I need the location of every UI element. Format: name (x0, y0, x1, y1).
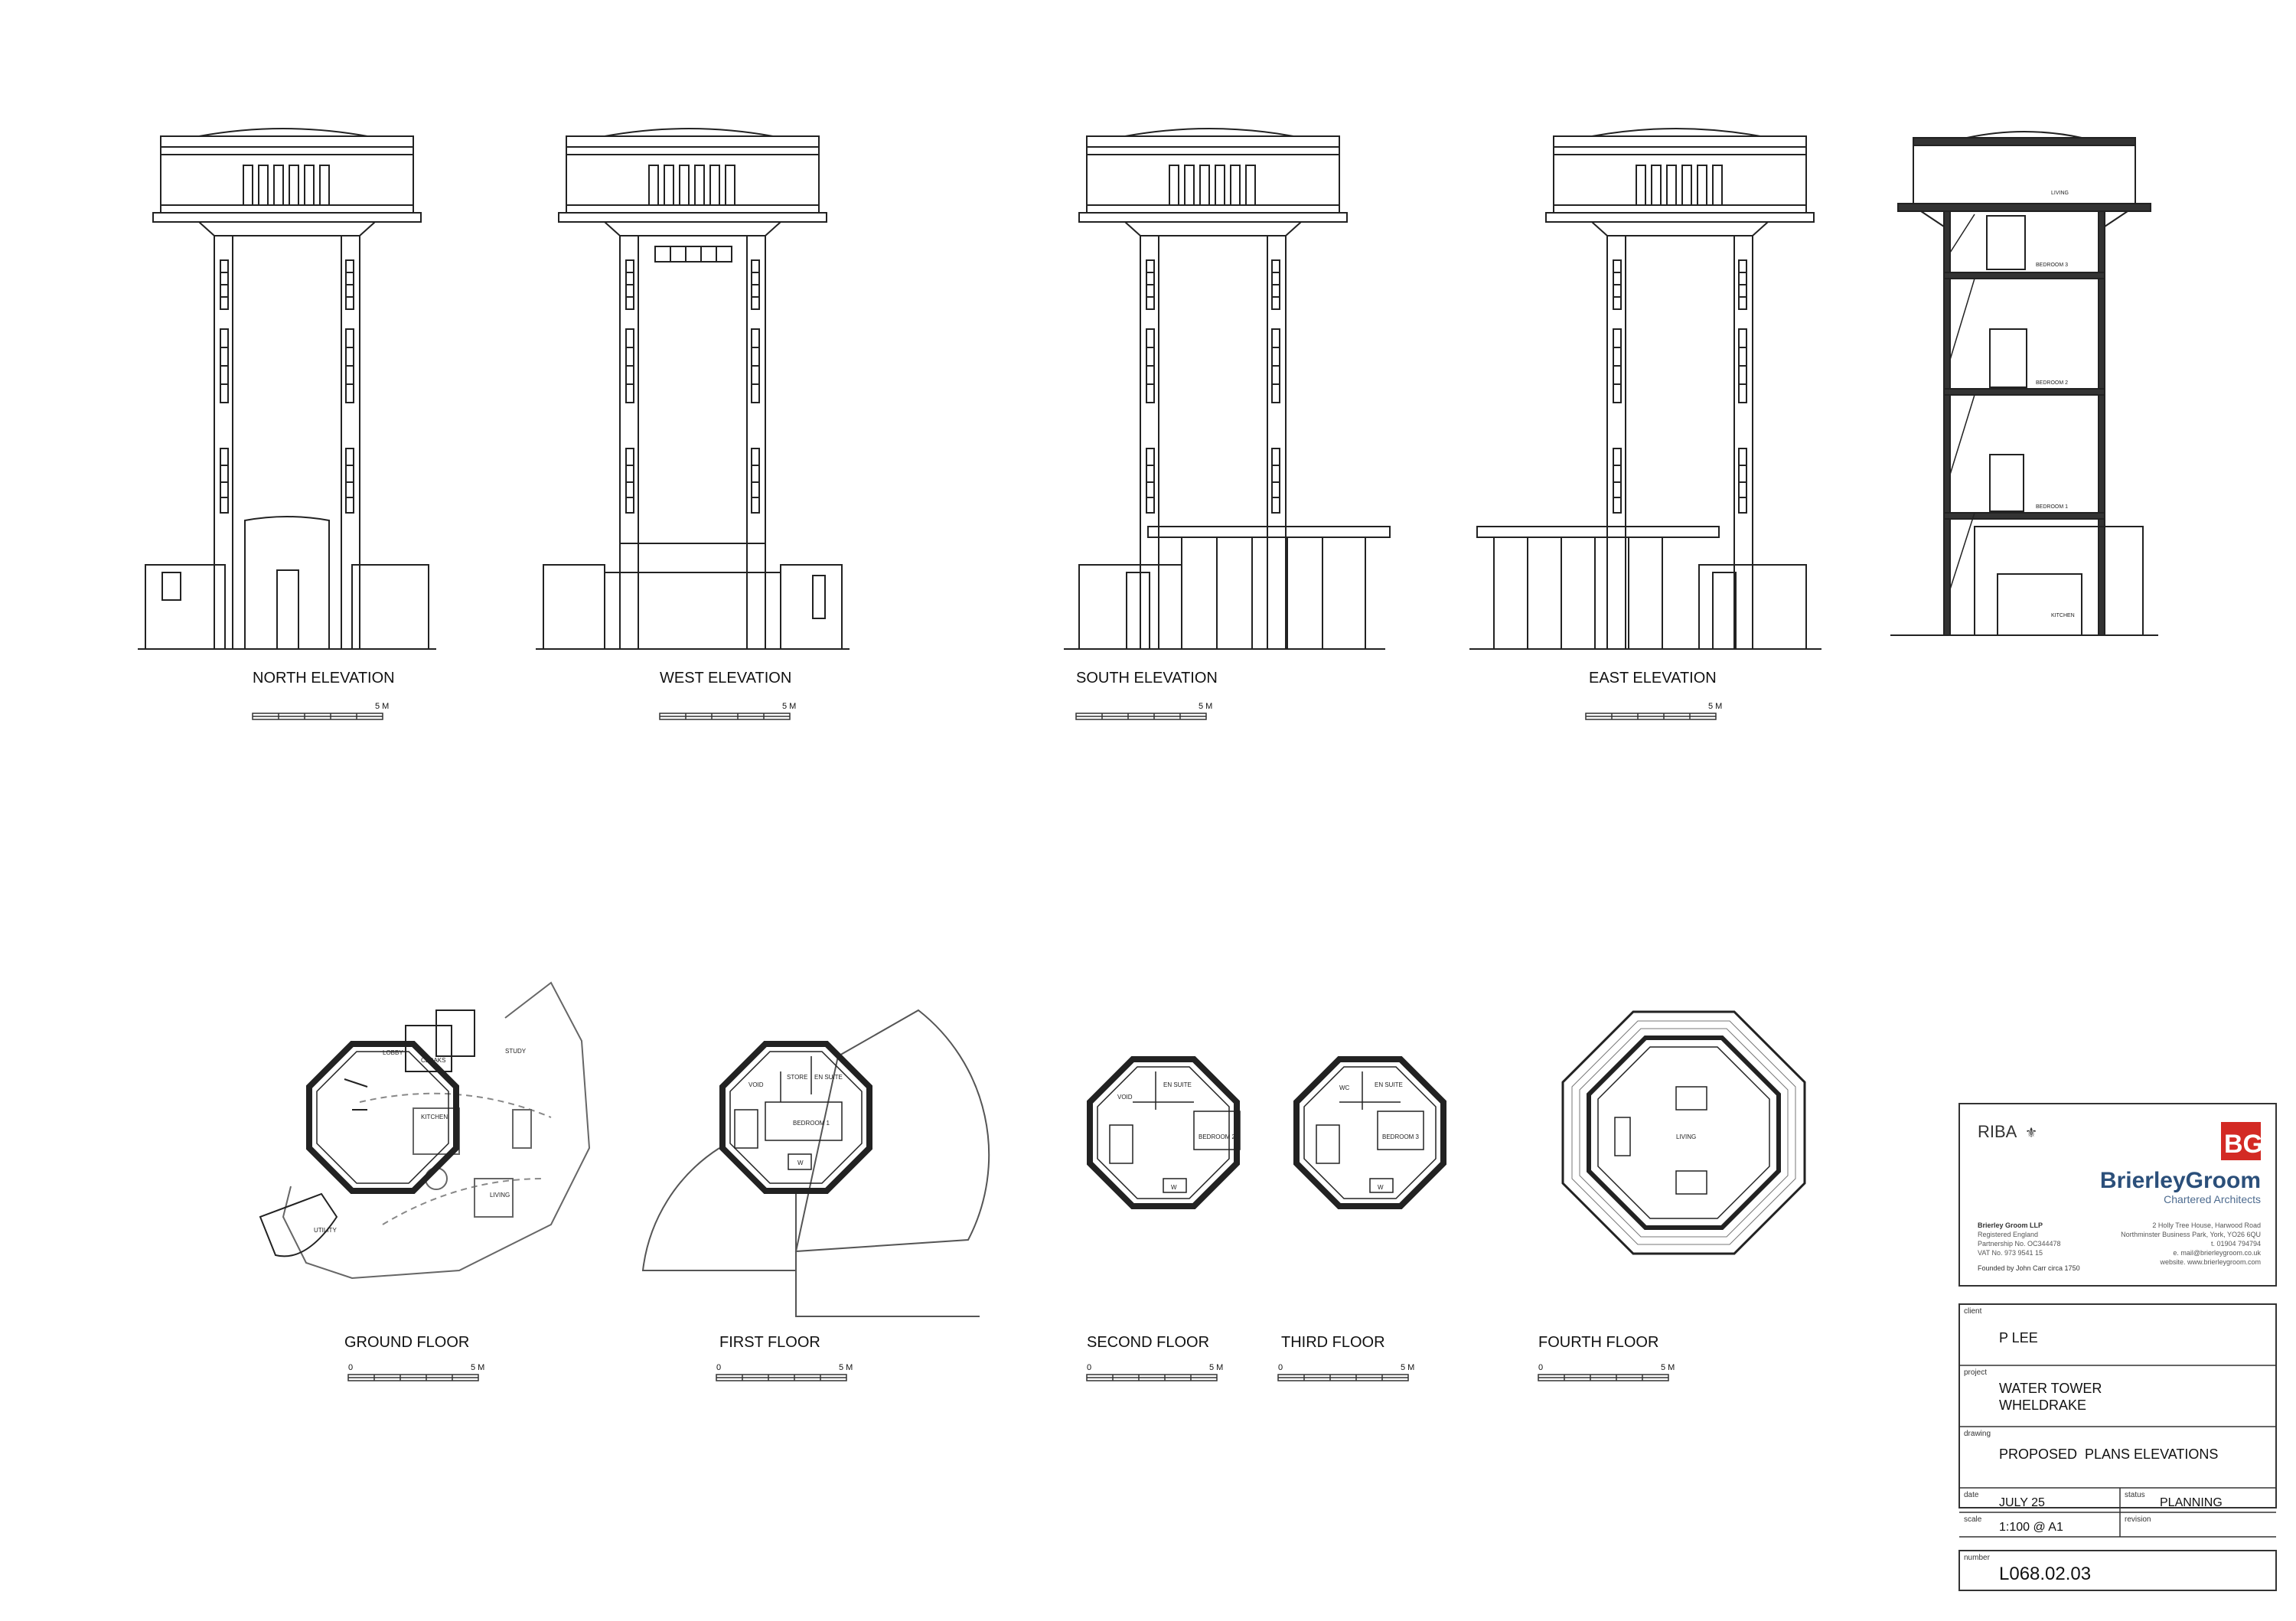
drawing-label: drawing (1964, 1430, 1991, 1438)
third-scale-start: 0 (1278, 1363, 1283, 1372)
third-room-wc: WC (1339, 1084, 1350, 1091)
fourth-scale-start: 0 (1538, 1363, 1543, 1372)
tower-section: LIVING BEDROOM 3 BEDROOM 2 BEDROOM 1 KIT… (1890, 131, 2158, 636)
firm-right-line-1: 2 Holly Tree House, Harwood Road (2152, 1221, 2261, 1229)
riba-crest-icon: ⚜ (2025, 1125, 2037, 1140)
status-value: PLANNING (2160, 1496, 2223, 1509)
ground-room-living: LIVING (490, 1192, 510, 1199)
third-room-ensuite: EN SUITE (1375, 1081, 1403, 1088)
number-label: number (1964, 1554, 1991, 1562)
first-room-bedroom1: BEDROOM 1 (793, 1120, 830, 1127)
firm-right-line-3: t. 01904 794794 (2211, 1240, 2261, 1248)
west-elevation (536, 128, 850, 650)
second-floor-plan: VOID EN SUITE BEDROOM 2 W (1090, 1059, 1241, 1206)
third-floor-plan: WC EN SUITE BEDROOM 3 W (1296, 1059, 1443, 1206)
status-label: status (2125, 1491, 2145, 1499)
client-value: P LEE (1999, 1330, 2038, 1345)
west-scale-label: 5 M (782, 702, 796, 711)
second-room-void: VOID (1117, 1094, 1133, 1101)
project-line-1: WATER TOWER (1999, 1381, 2102, 1396)
bg-logo-mark: BG (2221, 1122, 2263, 1160)
firm-left-line-1: Brierley Groom LLP (1978, 1221, 2043, 1229)
section-room-bedroom3: BEDROOM 3 (2036, 263, 2068, 268)
second-room-bedroom2: BEDROOM 2 (1199, 1133, 1236, 1140)
date-label: date (1964, 1491, 1979, 1499)
north-elevation-title: NORTH ELEVATION (253, 670, 395, 687)
south-elevation (1064, 128, 1391, 650)
firm-right-line-2: Northminster Business Park, York, YO26 6… (2121, 1231, 2261, 1238)
south-scale-label: 5 M (1199, 702, 1212, 711)
third-scale-end: 5 M (1401, 1363, 1414, 1372)
second-floor-title: SECOND FLOOR (1087, 1334, 1209, 1351)
firm-left-line-5: Founded by John Carr circa 1750 (1978, 1264, 2080, 1272)
scale-value: 1:100 @ A1 (1999, 1521, 2063, 1534)
first-room-ensuite: EN SUITE (814, 1074, 843, 1081)
riba-logo: RIBA (1978, 1122, 2017, 1141)
firm-right-line-5: website. www.brierleygroom.com (2159, 1258, 2261, 1266)
north-scale-label: 5 M (375, 702, 389, 711)
drawing-number: L068.02.03 (1999, 1564, 2091, 1584)
third-room-w: W (1378, 1184, 1384, 1191)
first-floor-plan: VOID STORE EN SUITE BEDROOM 1 W (641, 1009, 990, 1317)
scale-label: scale (1964, 1515, 1982, 1524)
project-label: project (1964, 1368, 1987, 1377)
west-elevation-title: WEST ELEVATION (660, 670, 791, 687)
third-floor-title: THIRD FLOOR (1281, 1334, 1385, 1351)
ground-room-lobby: LOBBY (383, 1049, 403, 1056)
ground-room-utility: UTILITY (314, 1227, 337, 1234)
firm-right-line-4: e. mail@brierleygroom.co.uk (2173, 1249, 2261, 1257)
second-room-ensuite: EN SUITE (1163, 1081, 1192, 1088)
first-floor-title: FIRST FLOOR (719, 1334, 820, 1351)
south-elevation-title: SOUTH ELEVATION (1076, 670, 1218, 687)
ground-room-study: STUDY (505, 1048, 527, 1055)
firm-name: BrierleyGroom (2100, 1168, 2261, 1193)
firm-subtitle: Chartered Architects (2164, 1193, 2261, 1205)
ground-room-kitchen: KITCHEN (421, 1114, 448, 1120)
fourth-floor-plan: LIVING (1561, 1010, 1806, 1255)
first-scale-end: 5 M (839, 1363, 853, 1372)
second-scale-start: 0 (1087, 1363, 1091, 1372)
section-room-bedroom2: BEDROOM 2 (2036, 380, 2068, 386)
ground-room-cloaks: CLOAKS (421, 1057, 445, 1064)
fourth-room-living: LIVING (1676, 1133, 1696, 1140)
first-scale-start: 0 (716, 1363, 721, 1372)
ground-scale-start: 0 (348, 1363, 353, 1372)
first-room-void: VOID (748, 1081, 764, 1088)
firm-left-line-4: VAT No. 973 9541 15 (1978, 1249, 2043, 1257)
firm-left-line-3: Partnership No. OC344478 (1978, 1240, 2061, 1248)
east-elevation (1469, 128, 1821, 650)
revision-label: revision (2125, 1515, 2151, 1524)
fourth-scale-end: 5 M (1661, 1363, 1675, 1372)
second-scale-end: 5 M (1209, 1363, 1223, 1372)
firm-left-line-2: Registered England (1978, 1231, 2038, 1238)
north-elevation (138, 128, 436, 650)
drawing-value: PROPOSED PLANS ELEVATIONS (1999, 1447, 2218, 1462)
second-room-w: W (1171, 1184, 1177, 1191)
title-block: RIBA ⚜ BG BrierleyGroom Chartered Archit… (1958, 1103, 2277, 1591)
project-line-2: WHELDRAKE (1999, 1398, 2086, 1413)
section-room-kitchen: KITCHEN (2051, 613, 2075, 618)
fourth-floor-title: FOURTH FLOOR (1538, 1334, 1658, 1351)
svg-text:BG: BG (2224, 1130, 2263, 1159)
east-elevation-title: EAST ELEVATION (1589, 670, 1717, 687)
section-room-bedroom1: BEDROOM 1 (2036, 504, 2068, 510)
ground-floor-title: GROUND FLOOR (344, 1334, 469, 1351)
third-room-bedroom3: BEDROOM 3 (1382, 1133, 1420, 1140)
first-room-store: STORE (787, 1074, 807, 1081)
client-label: client (1964, 1307, 1982, 1316)
ground-scale-end: 5 M (471, 1363, 484, 1372)
date-value: JULY 25 (1999, 1496, 2045, 1509)
east-scale-label: 5 M (1708, 702, 1722, 711)
ground-floor-plan: LOBBY CLOAKS STUDY KITCHEN LIVING UTILIT… (259, 981, 591, 1280)
first-room-w: W (797, 1159, 804, 1166)
section-room-living: LIVING (2051, 191, 2069, 196)
